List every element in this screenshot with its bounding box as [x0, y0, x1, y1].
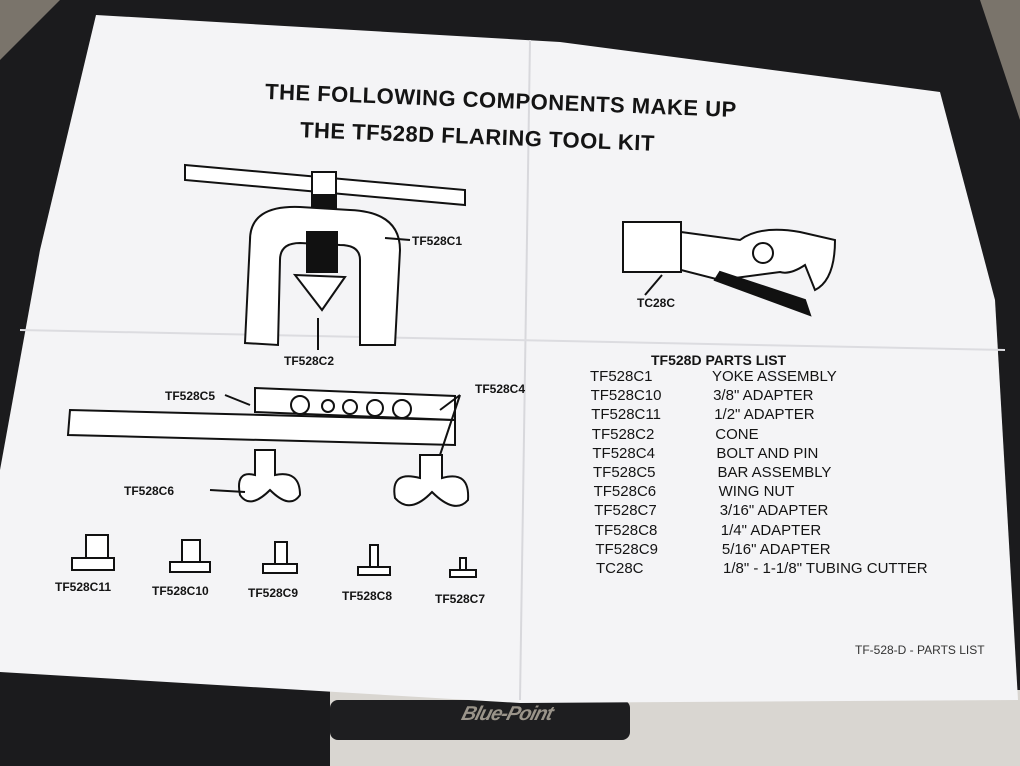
part-description: WING NUT: [718, 483, 795, 501]
label-wing-nut: TF528C6: [124, 484, 175, 498]
chrome-reflection: [330, 700, 630, 740]
part-description: BOLT AND PIN: [716, 444, 819, 462]
paper-fold-horizontal: [19, 329, 1006, 351]
document-footer: TF-528-D - PARTS LIST: [855, 643, 985, 657]
label-bar: TF528C5: [165, 389, 216, 403]
label-adapter: TF528C8: [342, 589, 393, 603]
part-code: TF528C2: [591, 425, 655, 443]
label-adapter: TF528C9: [248, 586, 299, 600]
part-code: TF528C10: [590, 387, 662, 405]
case-brand-logo: Blue-Point: [459, 703, 556, 725]
flaring-bar-drawing: [66, 386, 470, 507]
part-description: 3/16" ADAPTER: [719, 502, 829, 520]
label-yoke: TF528C1: [412, 234, 463, 248]
part-code: TF528C11: [591, 406, 661, 424]
part-description: 3/8" ADAPTER: [713, 387, 814, 405]
label-adapter: TF528C10: [152, 584, 209, 598]
part-description: CONE: [715, 425, 759, 443]
part-description: 5/16" ADAPTER: [721, 540, 831, 558]
callout-arrows: [209, 237, 663, 493]
paper-sheet: [0, 15, 1018, 703]
paper-fold-vertical: [519, 39, 531, 701]
part-code: TF528C5: [593, 464, 656, 481]
part-code: TC28C: [596, 560, 644, 577]
label-bolt: TF528C4: [475, 382, 526, 396]
label-cutter: TC28C: [637, 296, 676, 310]
part-description: BAR ASSEMBLY: [717, 464, 832, 481]
part-code: TF528C4: [592, 444, 655, 462]
yoke-drawing: [184, 163, 466, 350]
part-code: TF528C7: [594, 502, 657, 520]
part-code: TF528C6: [593, 483, 657, 501]
label-adapter: TF528C11: [55, 580, 112, 594]
part-description: 1/8" - 1-1/8" TUBING CUTTER: [723, 560, 928, 577]
part-description: 1/2" ADAPTER: [714, 406, 815, 424]
part-code: TF528C1: [590, 368, 653, 385]
part-description: YOKE ASSEMBLY: [712, 368, 837, 385]
label-cone: TF528C2: [284, 354, 335, 368]
tubing-cutter-drawing: [622, 221, 837, 317]
adapters-drawing: [71, 534, 477, 578]
part-code: TF528C9: [595, 540, 658, 558]
part-description: 1/4" ADAPTER: [720, 521, 822, 539]
label-adapter: TF528C7: [435, 592, 486, 606]
parts-list-heading: TF528D PARTS LIST: [651, 352, 787, 368]
part-code: TF528C8: [594, 521, 658, 539]
